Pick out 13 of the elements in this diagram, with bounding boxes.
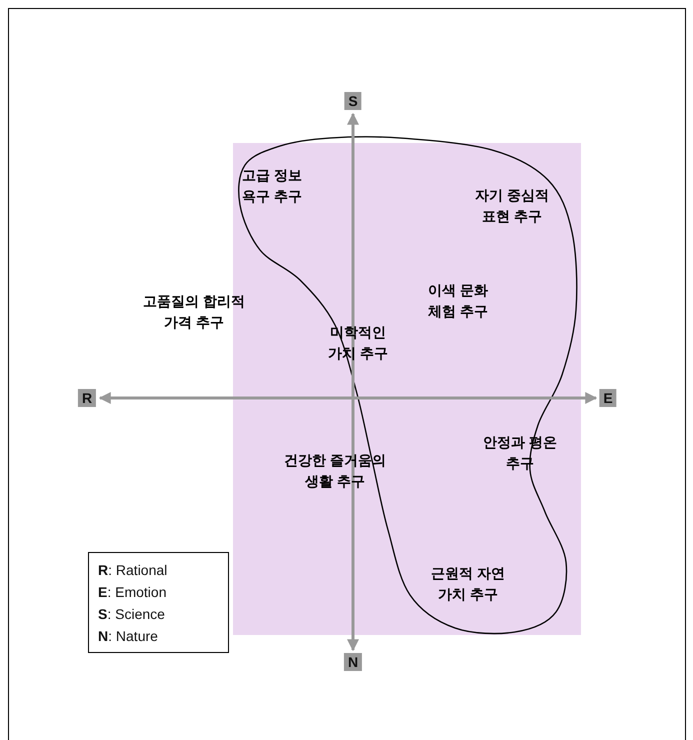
axis-label: R — [78, 389, 96, 407]
quadrant-label: 고품질의 합리적 가격 추구 — [142, 292, 246, 332]
legend-entry: N: Nature — [98, 626, 159, 646]
quadrant-label: 자기 중심적 표현 추구 — [474, 186, 550, 226]
legend-entry: S: Science — [98, 604, 166, 624]
axis-label: E — [599, 389, 617, 407]
axis-label: S — [344, 92, 362, 110]
quadrant-label: 고급 정보 욕구 추구 — [241, 166, 303, 206]
legend-entry: E: Emotion — [98, 582, 168, 602]
quadrant-label: 이색 문화 체험 추구 — [427, 281, 489, 321]
quadrant-label: 근원적 자연 가치 추구 — [430, 564, 506, 604]
axis-label: N — [344, 653, 362, 671]
legend-entry: R: Rational — [98, 560, 168, 580]
